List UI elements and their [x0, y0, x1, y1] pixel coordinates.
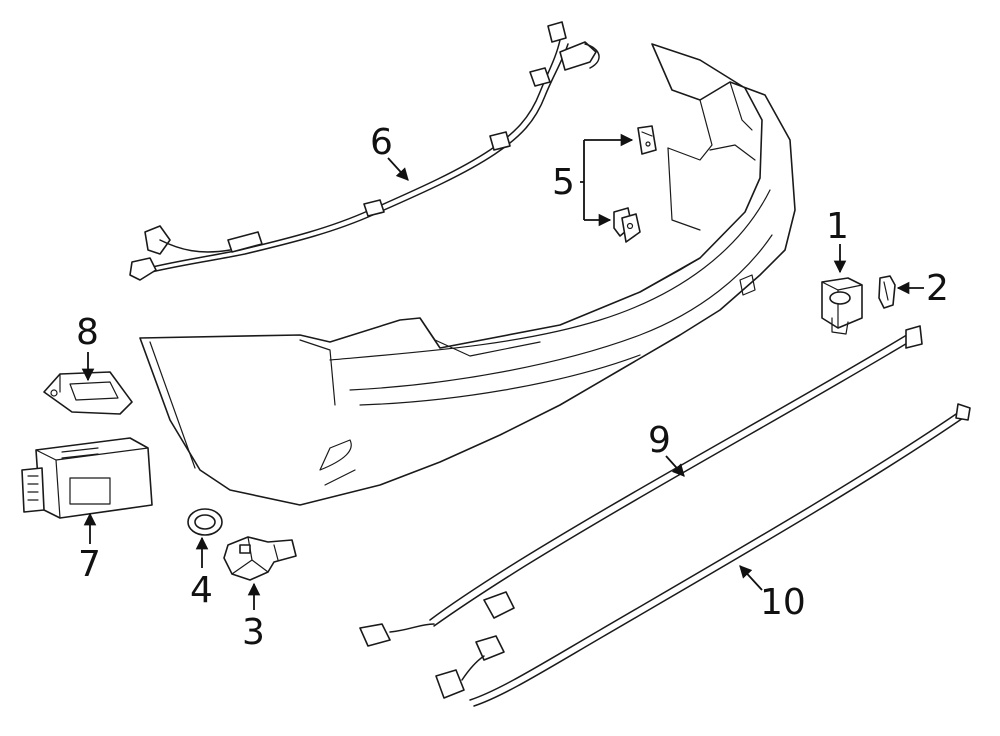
bumper-cover — [139, 43, 796, 506]
wiring-harness-6 — [129, 21, 600, 281]
callout-8: 8 — [76, 312, 99, 353]
harness-9 — [359, 325, 923, 647]
callout-7: 7 — [78, 544, 101, 585]
control-module-7 — [21, 437, 153, 519]
callout-1: 1 — [826, 206, 849, 247]
callout-6: 6 — [370, 122, 393, 163]
callout-3: 3 — [242, 612, 265, 653]
mount-bracket-8 — [43, 371, 133, 415]
bracket-upper-5 — [637, 125, 657, 155]
callout-4: 4 — [190, 570, 213, 611]
retainer-ring-4 — [187, 508, 223, 536]
park-sensor-1 — [821, 277, 863, 335]
callout-2: 2 — [926, 268, 949, 309]
callout-10: 10 — [760, 582, 806, 623]
callout-9: 9 — [648, 420, 671, 461]
park-sensor-3 — [223, 536, 297, 581]
bracket-lower-5 — [613, 207, 641, 243]
harness-10 — [435, 403, 971, 707]
sensor-retainer-2 — [878, 275, 896, 309]
leaders — [81, 133, 924, 610]
callout-5: 5 — [552, 162, 575, 203]
